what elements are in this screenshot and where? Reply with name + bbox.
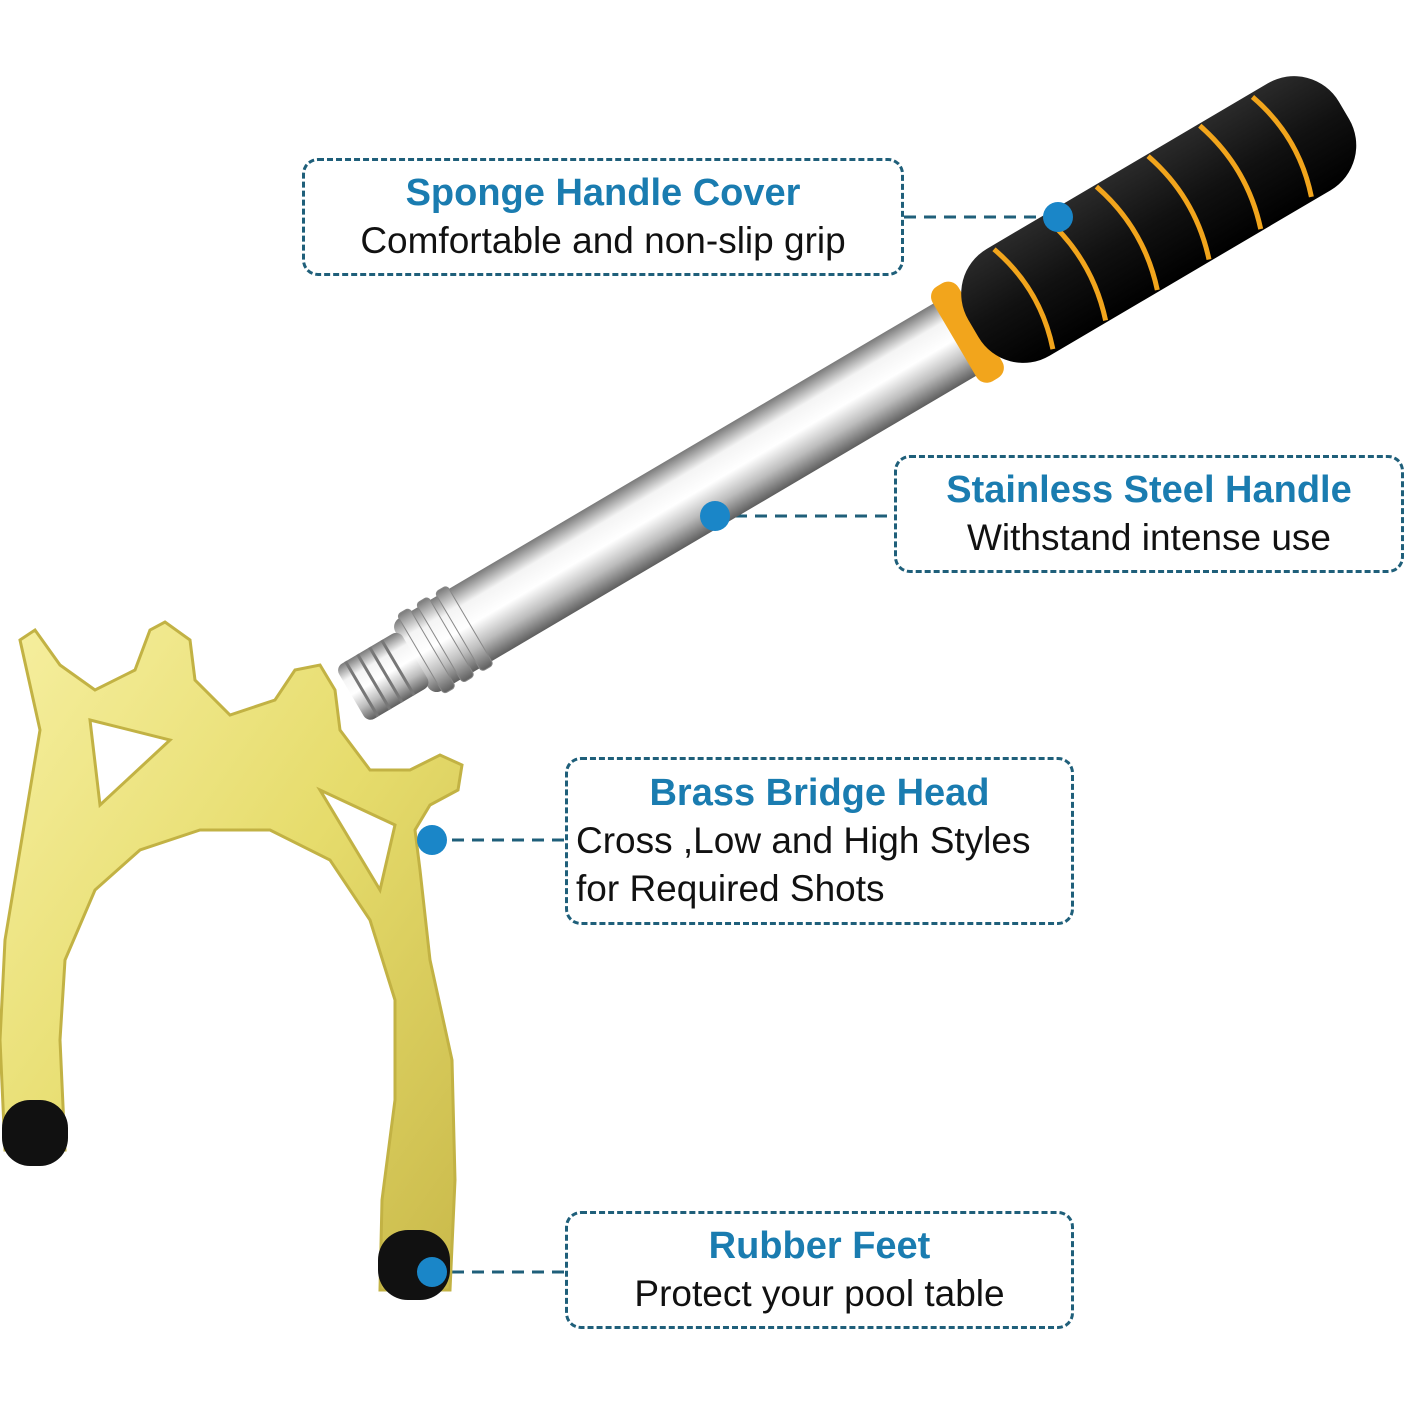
steel-ring-1 bbox=[397, 608, 455, 694]
brass-head-body bbox=[0, 620, 464, 1292]
steel-ring-3 bbox=[435, 586, 493, 671]
leader-lines bbox=[432, 215, 1058, 1274]
brass-window-left bbox=[88, 718, 174, 809]
callout-brass-bridge-head: Brass Bridge Head Cross ,Low and High St… bbox=[565, 757, 1074, 925]
callout-rubber-feet: Rubber Feet Protect your pool table bbox=[565, 1211, 1074, 1329]
callout-description: Withstand intense use bbox=[966, 517, 1332, 558]
rubber-foot-left bbox=[2, 1100, 68, 1166]
sponge-grip bbox=[931, 76, 1357, 383]
callout-description: Comfortable and non-slip grip bbox=[360, 220, 846, 261]
marker-dot-feet bbox=[417, 1257, 447, 1287]
steel-ring-2 bbox=[416, 597, 474, 682]
callout-sponge-handle-cover: Sponge Handle Cover Comfortable and non-… bbox=[302, 158, 904, 276]
marker-dot-steel bbox=[700, 501, 730, 531]
callout-title: Brass Bridge Head bbox=[649, 772, 990, 814]
callout-title: Stainless Steel Handle bbox=[946, 469, 1352, 511]
steel-shaft bbox=[394, 292, 998, 693]
marker-dots bbox=[417, 202, 1073, 1287]
threaded-tip bbox=[338, 632, 429, 720]
marker-dot-sponge bbox=[1043, 202, 1073, 232]
steel-handle bbox=[338, 76, 1357, 720]
marker-dot-brass bbox=[417, 825, 447, 855]
callout-description: Protect your pool table bbox=[634, 1273, 1005, 1314]
brass-window-right bbox=[316, 786, 397, 894]
brass-bridge-head bbox=[0, 620, 464, 1300]
callout-stainless-steel-handle: Stainless Steel Handle Withstand intense… bbox=[894, 455, 1404, 573]
callout-description-line-2: for Required Shots bbox=[576, 868, 885, 909]
callout-title: Sponge Handle Cover bbox=[405, 172, 801, 214]
callout-description-line-1: Cross ,Low and High Styles bbox=[576, 820, 1031, 861]
callout-title: Rubber Feet bbox=[708, 1225, 931, 1267]
